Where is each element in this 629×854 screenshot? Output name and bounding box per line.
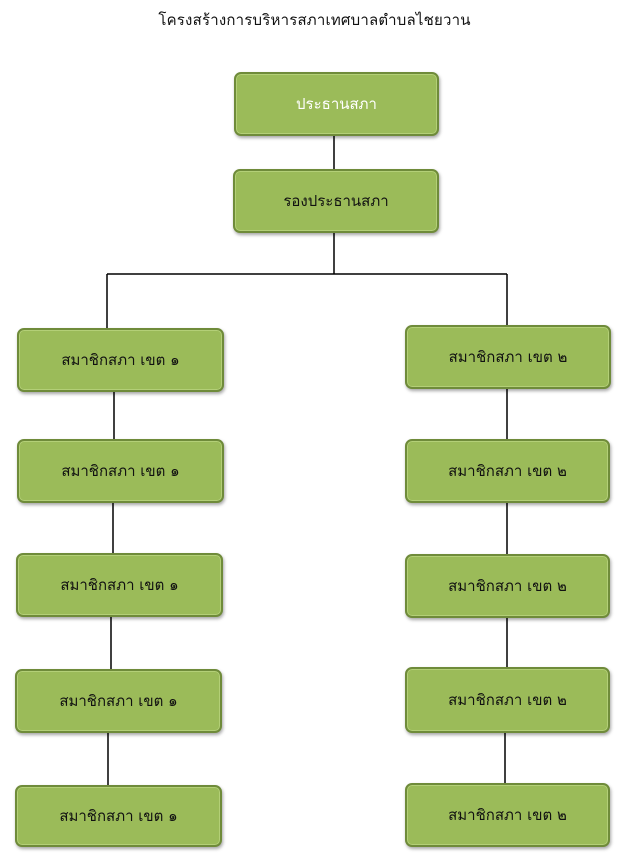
member-district-2-node: สมาชิกสภา เขต ๒ bbox=[405, 783, 610, 847]
president-label: ประธานสภา bbox=[296, 95, 377, 113]
member-label: สมาชิกสภา เขต ๒ bbox=[448, 577, 567, 595]
member-label: สมาชิกสภา เขต ๒ bbox=[448, 806, 567, 824]
member-label: สมาชิกสภา เขต ๑ bbox=[61, 462, 180, 480]
diagram-title: โครงสร้างการบริหารสภาเทศบาลตำบลไชยวาน bbox=[158, 11, 471, 29]
member-district-2-node: สมาชิกสภา เขต ๒ bbox=[405, 667, 610, 733]
member-district-2-node: สมาชิกสภา เขต ๒ bbox=[405, 554, 610, 618]
member-district-2-node: สมาชิกสภา เขต ๒ bbox=[405, 325, 611, 389]
member-label: สมาชิกสภา เขต ๑ bbox=[60, 576, 179, 594]
member-label: สมาชิกสภา เขต ๒ bbox=[448, 462, 567, 480]
vice-president-label: รองประธานสภา bbox=[283, 192, 389, 210]
member-district-1-node: สมาชิกสภา เขต ๑ bbox=[15, 785, 222, 847]
member-district-1-node: สมาชิกสภา เขต ๑ bbox=[15, 669, 222, 733]
president-node: ประธานสภา bbox=[234, 72, 439, 136]
member-label: สมาชิกสภา เขต ๒ bbox=[448, 348, 568, 366]
vice-president-node: รองประธานสภา bbox=[233, 169, 439, 233]
member-label: สมาชิกสภา เขต ๑ bbox=[59, 692, 178, 710]
member-label: สมาชิกสภา เขต ๑ bbox=[59, 807, 178, 825]
member-district-1-node: สมาชิกสภา เขต ๑ bbox=[16, 553, 223, 617]
member-district-2-node: สมาชิกสภา เขต ๒ bbox=[405, 439, 610, 503]
member-label: สมาชิกสภา เขต ๑ bbox=[61, 351, 180, 369]
member-label: สมาชิกสภา เขต ๒ bbox=[448, 691, 567, 709]
member-district-1-node: สมาชิกสภา เขต ๑ bbox=[17, 439, 224, 503]
member-district-1-node: สมาชิกสภา เขต ๑ bbox=[17, 328, 224, 392]
